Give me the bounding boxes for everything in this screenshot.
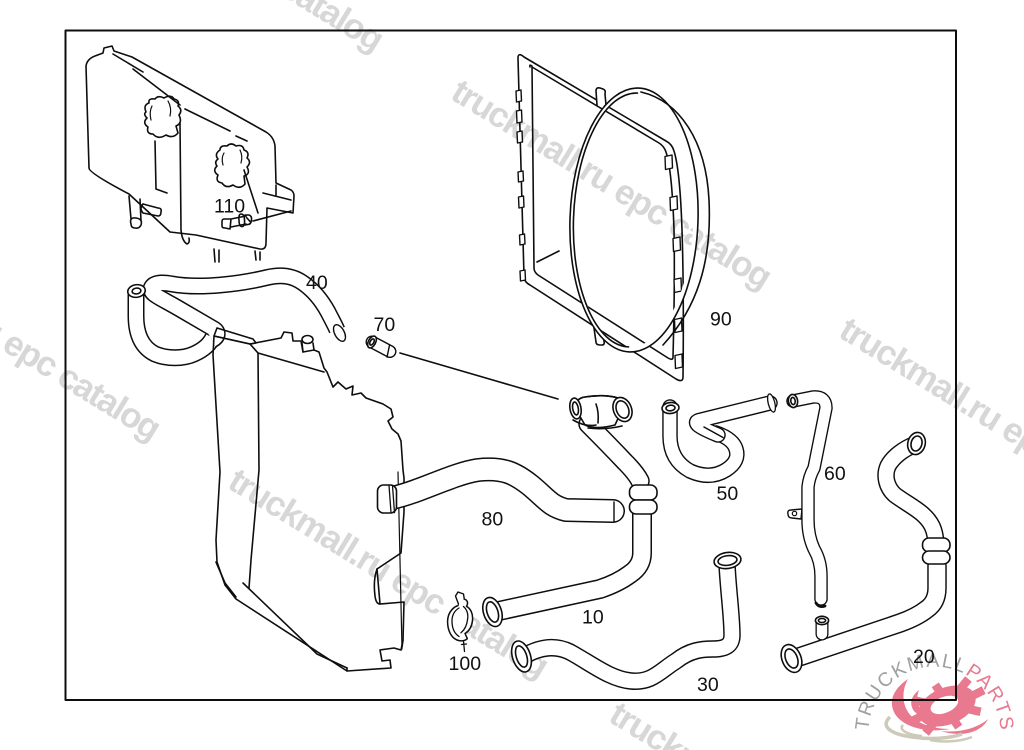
- svg-text:30: 30: [697, 674, 719, 696]
- svg-text:60: 60: [824, 463, 846, 485]
- svg-text:40: 40: [306, 272, 328, 294]
- svg-text:80: 80: [482, 508, 504, 530]
- svg-text:70: 70: [374, 314, 396, 336]
- svg-text:90: 90: [710, 309, 732, 331]
- svg-text:10: 10: [582, 606, 604, 628]
- svg-text:100: 100: [449, 653, 482, 675]
- svg-text:50: 50: [717, 483, 739, 505]
- svg-text:20: 20: [913, 646, 935, 668]
- svg-text:110: 110: [214, 196, 245, 218]
